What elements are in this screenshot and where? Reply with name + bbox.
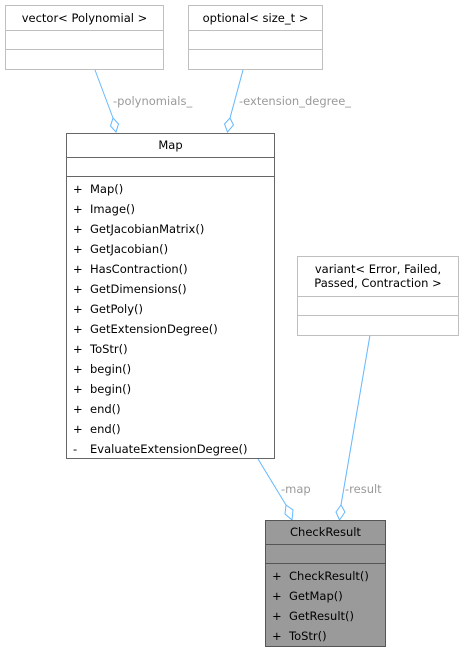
method-visibility: +: [73, 362, 83, 376]
method-visibility: +: [73, 222, 83, 236]
method-name: GetExtensionDegree(): [90, 322, 218, 336]
method-visibility: -: [73, 442, 78, 456]
class-attributes-section: [6, 30, 163, 49]
method-visibility: +: [73, 322, 83, 336]
aggregation-diamond-map: [284, 504, 294, 522]
class-optional-size-t[interactable]: optional< size_t >: [188, 5, 323, 70]
method-visibility: +: [73, 182, 83, 196]
class-method[interactable]: -EvaluateExtensionDegree(): [73, 439, 274, 459]
method-name: begin(): [90, 362, 132, 376]
class-check-result[interactable]: CheckResult + CheckResult() + GetMap() + GetR…: [265, 520, 386, 647]
class-method[interactable]: + GetJacobian(): [73, 239, 274, 259]
method-name: GetMap(): [289, 589, 343, 603]
edge-result: [340, 334, 371, 506]
method-name: ToStr(): [289, 629, 327, 643]
class-methods-section: + CheckResult() + GetMap() + GetResult() + ToSt…: [266, 563, 385, 648]
method-name: CheckResult(): [289, 569, 369, 583]
method-visibility: +: [73, 422, 83, 436]
method-visibility: +: [73, 262, 83, 276]
aggregation-diamond-result: [335, 504, 346, 522]
method-name: end(): [90, 422, 121, 436]
method-visibility: +: [73, 202, 83, 216]
method-name: GetJacobianMatrix(): [90, 222, 205, 236]
method-visibility: +: [73, 242, 83, 256]
edge-polynomials: [94, 69, 114, 119]
method-visibility: +: [73, 402, 83, 416]
class-method[interactable]: + Map(): [73, 179, 274, 199]
class-method[interactable]: + GetMap(): [272, 586, 385, 606]
method-name: GetResult(): [289, 609, 355, 623]
class-methods-section: [298, 315, 458, 334]
class-methods-section: [6, 49, 163, 68]
method-visibility: +: [272, 629, 282, 643]
method-name: HasContraction(): [90, 262, 188, 276]
edge-label-extension-degree: -extension_degree_: [239, 94, 352, 108]
method-name: Map(): [90, 182, 124, 196]
class-vector-polynomial[interactable]: vector< Polynomial >: [5, 5, 164, 70]
class-title: CheckResult: [290, 525, 361, 539]
class-methods-section: + Map() + Image() + GetJacobianMatrix() + GetJa…: [67, 176, 274, 461]
edge-label-result: -result: [345, 482, 382, 496]
class-method[interactable]: + GetPoly(): [73, 299, 274, 319]
class-method[interactable]: + GetResult(): [272, 606, 385, 626]
class-attributes-section: [189, 30, 322, 49]
class-method[interactable]: + ToStr(): [272, 626, 385, 646]
class-title: vector< Polynomial >: [21, 11, 148, 25]
class-variant[interactable]: variant< Error, Failed, Passed, Contract…: [297, 256, 459, 336]
method-visibility: +: [73, 302, 83, 316]
edge-label-map: -map: [281, 482, 311, 496]
class-method[interactable]: + ToStr(): [73, 339, 274, 359]
class-attributes-section: [266, 544, 385, 563]
method-name: GetDimensions(): [90, 282, 187, 296]
method-name: ToStr(): [90, 342, 128, 356]
method-visibility: +: [272, 609, 282, 623]
aggregation-diamond-extension-degree: [223, 117, 235, 133]
class-map[interactable]: Map + Map() + Image() + GetJacobianMatrix() + G…: [66, 133, 275, 459]
class-method[interactable]: + GetDimensions(): [73, 279, 274, 299]
class-title-line: variant< Error, Failed,: [314, 262, 442, 276]
class-title-line: Passed, Contraction >: [314, 276, 442, 290]
method-name: Image(): [90, 202, 135, 216]
class-method[interactable]: + GetExtensionDegree(): [73, 319, 274, 339]
class-method[interactable]: + end(): [73, 419, 274, 439]
method-name: EvaluateExtensionDegree(): [90, 442, 248, 456]
class-attributes-section: [67, 157, 274, 176]
class-attributes-section: [298, 296, 458, 315]
edge-label-polynomials: -polynomials_: [113, 94, 193, 108]
class-title: Map: [158, 138, 183, 152]
method-visibility: +: [73, 282, 83, 296]
class-method[interactable]: + begin(): [73, 359, 274, 379]
class-method[interactable]: + end(): [73, 399, 274, 419]
method-visibility: +: [272, 569, 282, 583]
class-title: optional< size_t >: [202, 11, 309, 25]
class-methods-section: [189, 49, 322, 68]
method-name: GetPoly(): [90, 302, 144, 316]
method-visibility: +: [73, 382, 83, 396]
method-visibility: +: [73, 342, 83, 356]
class-method[interactable]: + CheckResult(): [272, 566, 385, 586]
class-method[interactable]: + HasContraction(): [73, 259, 274, 279]
class-title: variant< Error, Failed, Passed, Contract…: [298, 257, 458, 296]
method-visibility: +: [272, 589, 282, 603]
aggregation-diamond-polynomials: [109, 117, 120, 133]
method-name: end(): [90, 402, 121, 416]
class-method[interactable]: + GetJacobianMatrix(): [73, 219, 274, 239]
method-name: GetJacobian(): [90, 242, 169, 256]
class-method[interactable]: + Image(): [73, 199, 274, 219]
class-method[interactable]: + begin(): [73, 379, 274, 399]
method-name: begin(): [90, 382, 132, 396]
